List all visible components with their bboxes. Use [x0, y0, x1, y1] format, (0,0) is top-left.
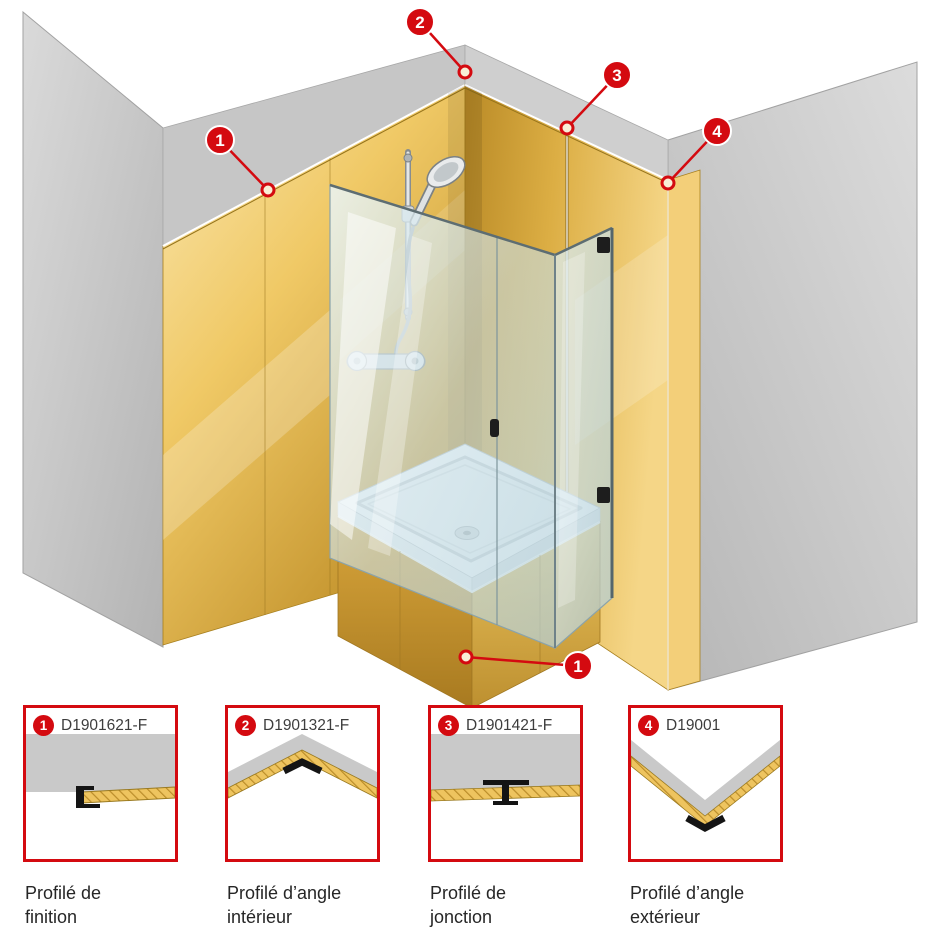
callouts: 1 2 3 4	[205, 7, 732, 681]
detail-box-exterior-corner-profile: 4 D19001	[628, 705, 783, 862]
caption-junction-profile: Profilé de jonction	[430, 882, 506, 930]
marker-label: 3	[612, 66, 621, 85]
detail-box-interior-corner-profile: 2 D1901321-F	[225, 705, 380, 862]
profile-shape	[685, 814, 726, 832]
profile-shape	[282, 758, 323, 775]
detail-box-number-badge: 3	[438, 715, 459, 736]
caption-line: Profilé de	[25, 883, 102, 903]
caption-interior-corner-profile: Profilé d’angle intérieur	[227, 882, 341, 930]
finishing-profile-edge	[162, 84, 466, 247]
caption-line: Profilé de	[430, 883, 507, 903]
marker-label: 4	[712, 122, 722, 141]
marker-dot	[457, 64, 473, 80]
marker-badge-3	[602, 60, 632, 90]
callout-4: 4	[660, 116, 732, 191]
callout-1-top: 1	[205, 125, 276, 198]
detail-box-number-badge: 4	[638, 715, 659, 736]
marker-dot	[660, 175, 676, 191]
detail-box-number-badge: 1	[33, 715, 54, 736]
caption-line: Profilé d’angle	[227, 883, 342, 903]
callout-2: 2	[405, 7, 473, 80]
exterior-corner-profile-cross-section	[631, 740, 780, 832]
door-hinge	[597, 237, 610, 253]
callout-3: 3	[559, 60, 632, 136]
door-handle	[490, 419, 499, 437]
callout-1-bottom: 1	[458, 649, 593, 681]
marker-dot	[559, 120, 575, 136]
marker-label: 2	[415, 13, 424, 32]
marker-badge-4	[702, 116, 732, 146]
detail-box-code: D1901321-F	[263, 717, 350, 734]
detail-box-code: D1901621-F	[61, 717, 148, 734]
junction-profile-cross-section	[431, 734, 580, 805]
marker-dot	[458, 649, 474, 665]
marker-label: 1	[215, 131, 224, 150]
detail-box-code: D19001	[666, 717, 721, 734]
finishing-profile-cross-section	[26, 734, 175, 808]
marker-badge-1	[563, 651, 593, 681]
caption-line: intérieur	[227, 906, 293, 927]
marker-label: 1	[573, 657, 582, 676]
caption-line: jonction	[430, 906, 493, 927]
shower-corner-illustration: 1 2 3 4	[22, 7, 918, 706]
marker-badge-2	[405, 7, 435, 37]
caption-line: extérieur	[630, 906, 701, 927]
detail-box-code: D1901421-F	[466, 717, 553, 734]
detail-box-finishing-profile: 1 D1901621-F	[23, 705, 178, 862]
glass-enclosure	[329, 183, 614, 650]
marker-dot	[260, 182, 276, 198]
left-gray-wall	[22, 10, 164, 648]
profile-shape	[483, 780, 529, 805]
caption-exterior-corner-profile: Profilé d’angle extérieur	[630, 882, 744, 930]
detail-box-number-badge: 2	[235, 715, 256, 736]
caption-finishing-profile: Profilé de finition	[25, 882, 101, 930]
rail-bracket	[403, 153, 413, 163]
interior-corner-profile-cross-section	[228, 734, 377, 799]
door-hinge	[597, 487, 610, 503]
exterior-corner-gold-return	[667, 169, 701, 691]
right-gray-wall	[667, 61, 918, 691]
detail-box-junction-profile: 3 D1901421-F	[428, 705, 583, 862]
marker-badge-1	[205, 125, 235, 155]
caption-line: finition	[25, 906, 78, 927]
profile-shape	[76, 786, 100, 808]
caption-line: Profilé d’angle	[630, 883, 745, 903]
